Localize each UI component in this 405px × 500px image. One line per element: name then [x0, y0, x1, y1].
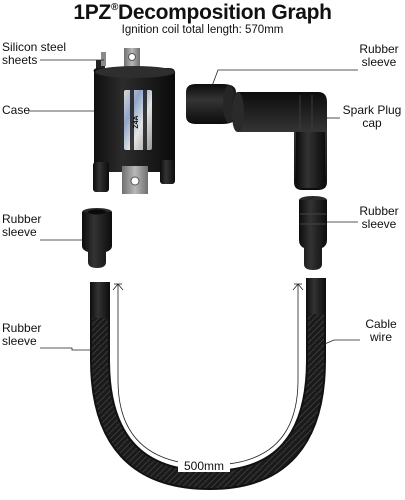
label-spark-plug-cap: Spark Plug cap: [342, 103, 402, 130]
label-rubber-sleeve-right: Rubber sleeve: [359, 204, 399, 231]
length-dimension: [112, 283, 304, 466]
label-rubber-sleeve-bottom: Rubber sleeve: [2, 321, 42, 348]
leader-lines: [28, 59, 360, 351]
title-text: Decomposition Graph: [118, 1, 332, 24]
rubber-sleeve-top: [186, 84, 236, 124]
coil-stamp: Z4A: [133, 115, 140, 128]
registered-mark: ®: [110, 2, 119, 13]
spark-plug-cap: [232, 92, 327, 190]
label-length: 500mm: [183, 459, 224, 473]
label-case: Case: [2, 103, 31, 117]
rubber-sleeve-right: [299, 196, 327, 270]
brand-name: 1PZ: [73, 1, 111, 24]
rubber-sleeve-left: [82, 208, 112, 268]
cable-end-left: [90, 282, 110, 318]
label-silicon-steel: Silicon steel sheets: [2, 40, 67, 67]
page-title: 1PZ®Decomposition Graph: [0, 1, 405, 25]
subtitle: Ignition coil total length: 570mm: [121, 24, 284, 36]
label-rubber-sleeve-top: Rubber sleeve: [359, 42, 399, 69]
label-rubber-sleeve-left: Rubber sleeve: [2, 212, 42, 239]
coil-case: Z4A: [93, 48, 176, 194]
cable-wire: [90, 278, 326, 491]
label-cable-wire: Cable wire: [365, 317, 397, 344]
cable-end-right: [306, 278, 326, 314]
